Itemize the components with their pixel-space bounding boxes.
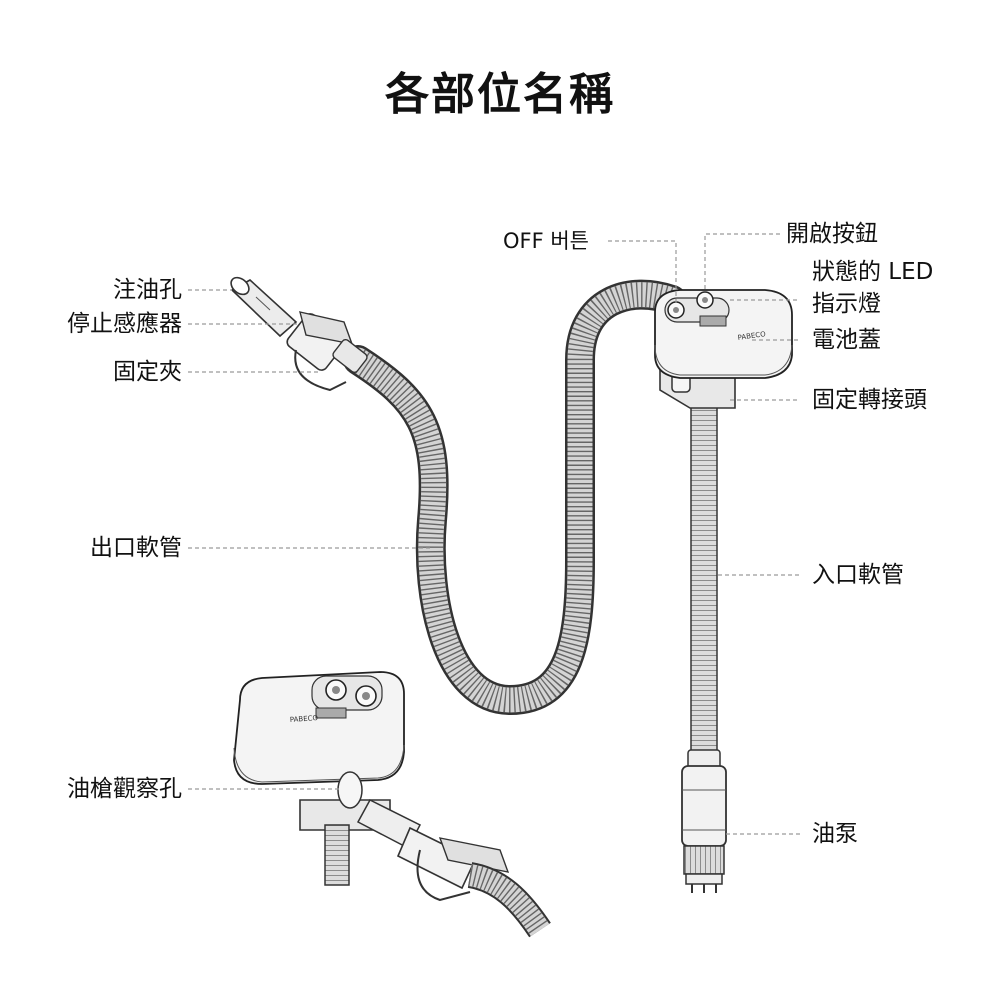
label-outlet-hose: 出口軟管	[90, 534, 182, 562]
label-fuel-inlet: 注油孔	[113, 276, 182, 304]
label-off-button: OFF 버튼	[503, 227, 589, 255]
controller-unit: PABECO	[655, 290, 792, 408]
label-stop-sensor: 停止感應器	[67, 310, 182, 338]
nozzle-top	[228, 274, 369, 390]
label-pump: 油泵	[812, 820, 858, 848]
outlet-hose	[358, 295, 672, 700]
label-battery-cover: 電池蓋	[812, 326, 881, 354]
pump-body	[682, 750, 726, 893]
label-status-led-line2: 指示燈	[812, 290, 881, 318]
label-clip: 固定夾	[113, 358, 182, 386]
label-status-led-line1: 狀態的 LED	[812, 258, 933, 286]
label-nozzle-window: 油槍觀察孔	[67, 775, 182, 803]
label-inlet-hose: 入口軟管	[812, 561, 904, 589]
inlet-hose	[691, 405, 717, 755]
label-start-button: 開啟按鈕	[786, 220, 878, 248]
label-adapter: 固定轉接頭	[812, 386, 927, 414]
leader-start-button	[705, 234, 780, 292]
